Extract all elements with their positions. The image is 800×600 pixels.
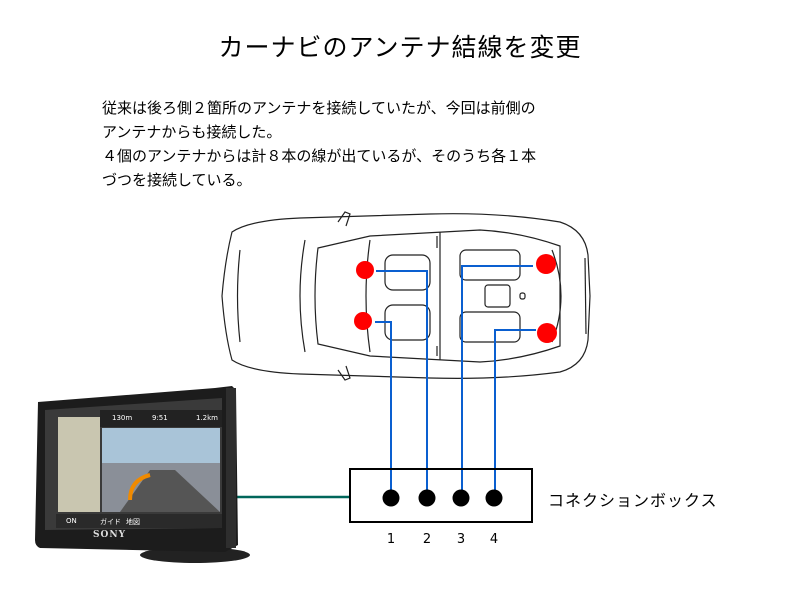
wire-3: [461, 265, 533, 490]
port-1: [382, 489, 400, 507]
wire-1: [375, 321, 392, 490]
connection-box: [349, 468, 533, 523]
port-3: [452, 489, 470, 507]
map-view: [58, 417, 100, 512]
port-label-1: 1: [386, 532, 396, 547]
port-label-2: 2: [422, 532, 432, 547]
antenna-rear-left: [536, 254, 556, 274]
navi-time: 9:51: [152, 414, 168, 422]
navi-map-button: 地図: [126, 518, 140, 526]
wire-2: [376, 270, 428, 490]
page-title: カーナビのアンテナ結線を変更: [218, 33, 582, 62]
wire-4: [494, 329, 536, 490]
navi-guide-button: ガイド: [100, 518, 121, 526]
antenna-rear-right: [537, 323, 557, 343]
antenna-front-right: [354, 312, 372, 330]
connection-box-label: コネクションボックス: [548, 491, 718, 510]
navi-on-button: ON: [66, 517, 77, 525]
description-text: 従来は後ろ側２箇所のアンテナを接続していたが、今回は前側の アンテナからも接続し…: [102, 99, 537, 189]
navi-brand-logo: SONY: [93, 530, 126, 540]
car-top-view: [221, 211, 591, 381]
port-4: [485, 489, 503, 507]
navi-remaining: 1.2km: [196, 414, 219, 422]
antenna-front-left: [356, 261, 374, 279]
port-label-4: 4: [489, 532, 499, 547]
navi-distance: 130m: [112, 414, 133, 422]
car-navigation-unit: [35, 386, 250, 563]
port-label-3: 3: [456, 532, 466, 547]
port-2: [418, 489, 436, 507]
